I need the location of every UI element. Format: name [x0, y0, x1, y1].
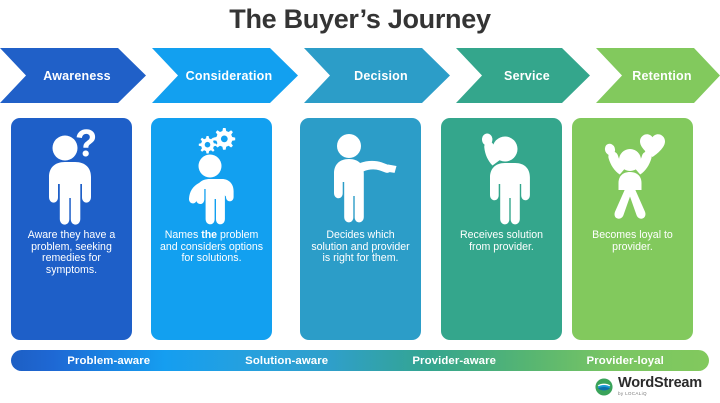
person-pointing-icon — [300, 118, 421, 230]
person-thinking-gears-icon — [151, 118, 272, 230]
chevron-shapes — [0, 48, 720, 103]
stage-cards: Aware they have a problem, seeking remed… — [0, 118, 720, 343]
desc-prefix-consideration: Names — [164, 229, 202, 241]
chevron-label-decision: Decision — [354, 68, 408, 83]
chevron-consideration[interactable]: Consideration — [152, 48, 298, 103]
desc-prefix-retention: Becomes loyal to provider. — [592, 229, 673, 253]
stage-card-service[interactable]: Receives solution from provider. — [441, 118, 562, 340]
desc-prefix-service: Receives solution from provider. — [459, 229, 544, 253]
chevron-retention[interactable]: Retention — [596, 48, 720, 103]
chevron-label-awareness: Awareness — [43, 68, 111, 83]
desc-prefix-awareness: Aware they have a problem, seeking remed… — [27, 229, 116, 276]
awareness-segment-problem-aware: Problem-aware — [11, 350, 206, 371]
desc-bold-consideration: the — [201, 229, 218, 241]
awareness-label-provider-loyal: Provider-loyal — [586, 354, 664, 367]
wordstream-logo[interactable]: WordStream by LOCALiQ — [595, 376, 702, 397]
person-hand-raised-icon — [441, 118, 562, 230]
stage-description-retention: Becomes loyal to provider. — [572, 229, 693, 253]
awareness-label-solution-aware: Solution-aware — [245, 354, 329, 367]
chevron-decision[interactable]: Decision — [304, 48, 450, 103]
chevron-shape-service[interactable] — [456, 48, 590, 103]
stage-description-consideration: Names the problem and considers options … — [151, 229, 272, 265]
chevron-label-service: Service — [504, 68, 550, 83]
stage-card-awareness[interactable]: Aware they have a problem, seeking remed… — [11, 118, 132, 340]
stage-card-retention[interactable]: Becomes loyal to provider. — [572, 118, 693, 340]
chevron-shape-consideration[interactable] — [152, 48, 298, 103]
chevron-shape-awareness[interactable] — [0, 48, 146, 103]
awareness-segment-provider-aware: Provider-aware — [367, 350, 542, 371]
awareness-bar: Problem-aware Solution-aware Provider-aw… — [11, 350, 709, 371]
wordstream-wave-icon — [595, 378, 613, 396]
desc-suffix-consideration: problem and considers options for soluti… — [159, 229, 264, 265]
page-title: The Buyer’s Journey — [229, 4, 491, 34]
person-celebrating-heart-icon — [572, 118, 693, 230]
desc-prefix-decision: Decides which solution and provider is r… — [311, 229, 410, 265]
awareness-segment-solution-aware: Solution-aware — [206, 350, 367, 371]
chevron-label-consideration: Consideration — [185, 68, 273, 83]
stage-chevron-strip: Awareness Consideration Decision Service… — [0, 48, 720, 103]
chevron-shape-retention[interactable] — [596, 48, 720, 103]
stage-card-decision[interactable]: Decides which solution and provider is r… — [300, 118, 421, 340]
stage-description-awareness: Aware they have a problem, seeking remed… — [11, 229, 132, 276]
wordstream-name: WordStream — [618, 375, 702, 392]
chevron-label-retention: Retention — [632, 68, 692, 83]
stage-description-decision: Decides which solution and provider is r… — [300, 229, 421, 265]
wordstream-subtitle: by LOCALiQ — [618, 391, 647, 397]
stage-card-consideration[interactable]: Names the problem and considers options … — [151, 118, 272, 340]
awareness-label-problem-aware: Problem-aware — [67, 354, 151, 367]
chevron-service[interactable]: Service — [456, 48, 590, 103]
person-question-icon — [11, 118, 132, 230]
awareness-segment-provider-loyal: Provider-loyal — [541, 350, 709, 371]
awareness-label-provider-aware: Provider-aware — [412, 354, 497, 367]
wordstream-logo-text: WordStream by LOCALiQ — [618, 376, 702, 397]
chevron-awareness[interactable]: Awareness — [0, 48, 146, 103]
chevron-shape-decision[interactable] — [304, 48, 450, 103]
stage-description-service: Receives solution from provider. — [441, 229, 562, 253]
